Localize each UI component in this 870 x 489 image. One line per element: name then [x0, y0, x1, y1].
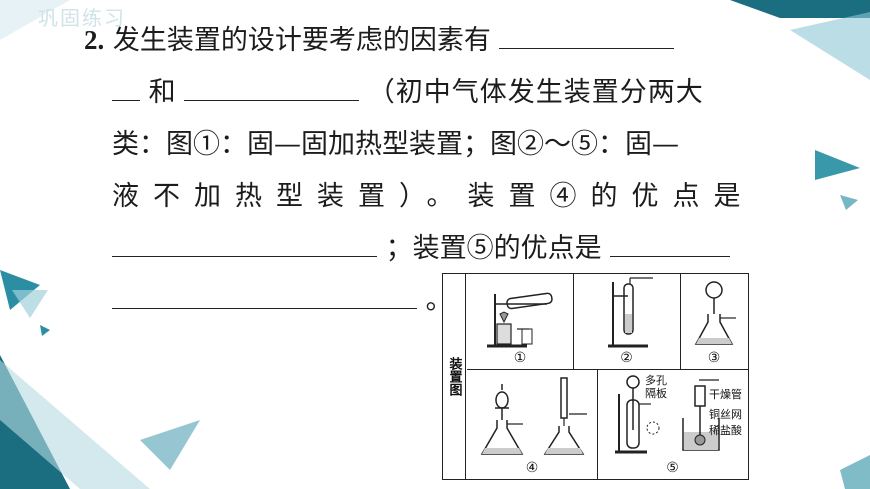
question-line-5: ；装置⑤的优点是 [385, 233, 602, 264]
kipp-type-apparatus-drawing [615, 375, 720, 454]
answer-blank-4a[interactable] [610, 230, 731, 257]
question-number: 2. [84, 25, 105, 55]
flask-funnel-drawing [694, 281, 736, 345]
apparatus-cell-1: ① [467, 274, 574, 370]
apparatus-number-4: ④ [525, 460, 539, 476]
answer-blank-1a[interactable] [499, 22, 675, 49]
label-porous-plate-1: 多孔 [645, 374, 667, 387]
apparatus-number-1: ① [513, 350, 527, 366]
question-line-1: 发生装置的设计要考虑的因素有 [112, 25, 491, 56]
apparatus-number-5: ⑤ [666, 460, 679, 476]
question-and: 和 [148, 77, 176, 108]
apparatus-number-2: ② [620, 350, 633, 366]
separatory-funnel-apparatus-drawing [480, 377, 587, 455]
section-title: 巩固练习 [38, 6, 126, 30]
answer-blank-2[interactable] [184, 74, 360, 101]
label-porous-plate-2: 隔板 [645, 387, 667, 400]
answer-blank-1b[interactable] [112, 74, 140, 101]
apparatus-cell-5: 多孔 隔板 干燥管 铜丝网 稀盐酸 ⑤ [597, 370, 748, 479]
answer-blank-4b[interactable] [112, 282, 417, 309]
label-dilute-hcl: 稀盐酸 [709, 424, 742, 437]
apparatus-figure: 装置图 ① ② [442, 273, 749, 480]
question-line-2: （初中气体发生装置分两大 [367, 77, 704, 108]
heating-apparatus-drawing [487, 292, 553, 348]
answer-blank-3[interactable] [112, 230, 377, 257]
question-line-4: 液不加热型装置）。装置④的优点是 [112, 181, 755, 212]
question-line-3: 类：图①：固—固加热型装置；图②～⑤：固— [112, 129, 679, 160]
apparatus-cell-3: ③ [680, 274, 748, 370]
apparatus-cell-2: ② [573, 274, 681, 370]
test-tube-apparatus-drawing [608, 277, 653, 348]
figure-side-label: 装置图 [443, 274, 466, 479]
label-drying-tube: 干燥管 [709, 388, 742, 401]
apparatus-cell-4: ④ [467, 370, 598, 479]
label-copper-mesh: 铜丝网 [709, 408, 742, 421]
apparatus-number-3: ③ [707, 350, 721, 366]
